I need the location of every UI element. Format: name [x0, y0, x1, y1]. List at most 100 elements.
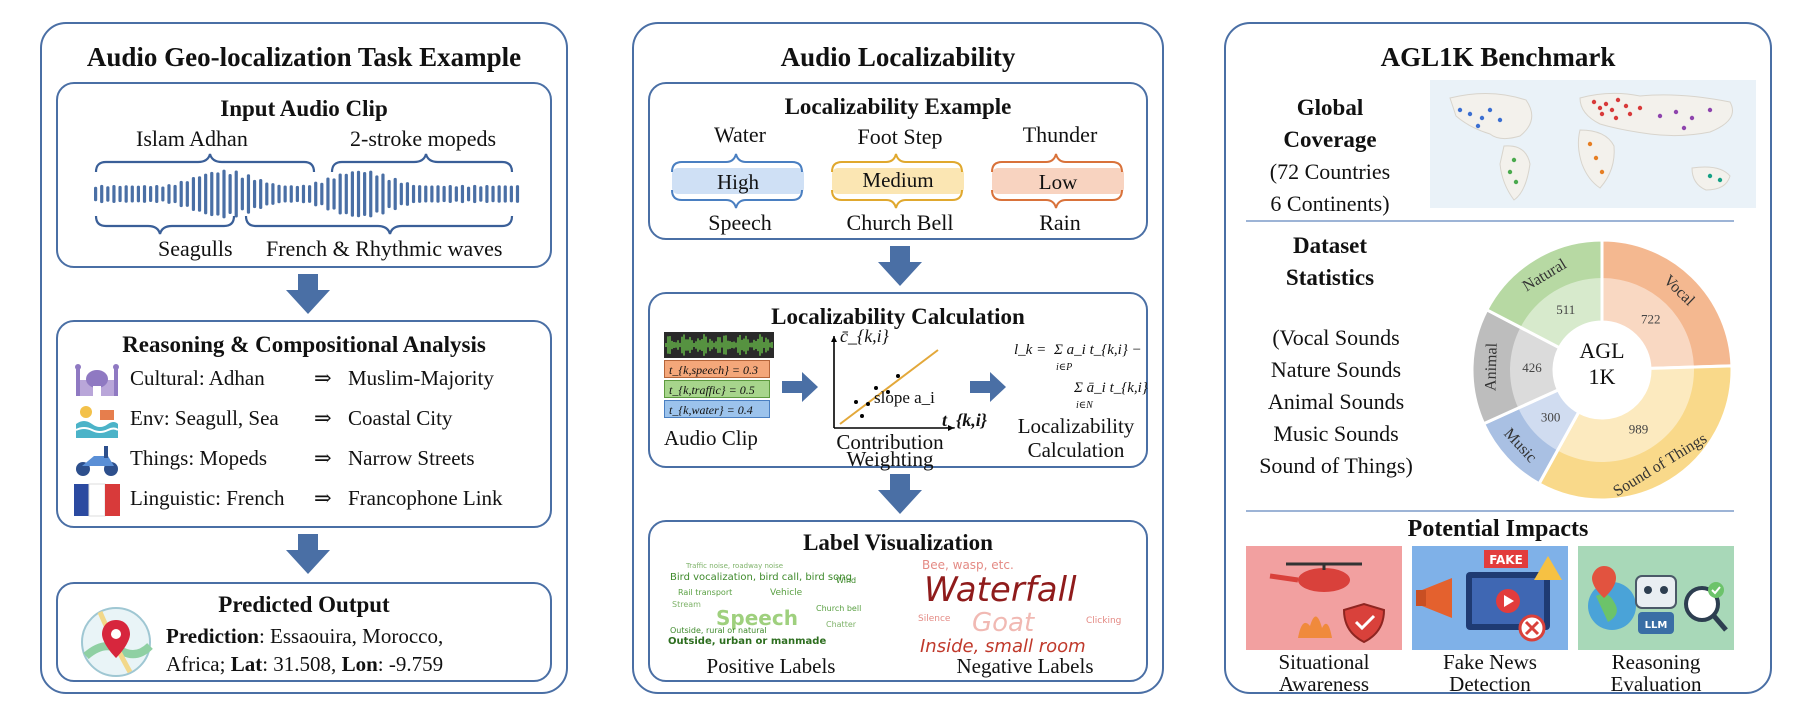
contribution-bar-traffic: t_{k,traffic} = 0.5: [664, 380, 770, 398]
neg-word: Bee, wasp, etc.: [922, 558, 1014, 572]
label-islam-adhan: Islam Adhan: [136, 126, 248, 151]
donut-segment-animal: [1470, 307, 1562, 426]
llm-badge: LLM: [1645, 620, 1668, 631]
pos-word: Chatter: [826, 620, 857, 629]
donut-segment-natural: [1484, 238, 1604, 350]
impact-reasoning-line-1: Reasoning: [1611, 650, 1701, 674]
mosque-icon: [75, 364, 119, 396]
donut-segment-sound-of-things: [1537, 364, 1734, 502]
right-arrow-icon: [782, 372, 818, 402]
world-map-graphic: [1430, 80, 1756, 208]
coverage-heading-2: Coverage: [1283, 127, 1377, 152]
donut-segment-label: Animal: [1482, 342, 1500, 391]
formula-term-1: Σ a_i t_{k,i} −: [1054, 342, 1142, 358]
stats-list-item: (Vocal Sounds: [1272, 325, 1400, 350]
example-level-low: Low: [1038, 170, 1078, 194]
negative-wordcloud: Bee, wasp, etc. Waterfall Goat Silence C…: [918, 556, 1138, 656]
coverage-text: Global Coverage (72 Countries 6 Continen…: [1240, 92, 1420, 220]
pos-word: Wind: [836, 576, 857, 585]
reasoning-clue-2: Env: Seagull, Sea: [130, 406, 279, 430]
benchmark-title: AGL1K Benchmark: [1380, 42, 1616, 72]
section-divider-2: [1246, 510, 1734, 512]
pos-word: Stream: [672, 600, 701, 609]
neg-word: Goat: [972, 608, 1035, 638]
donut-center-label: AGL 1K: [1562, 338, 1642, 390]
lon-label: Lon: [341, 652, 378, 676]
reasoning-clue-3: Things: Mopeds: [130, 446, 268, 470]
impact-situational-line-2: Awareness: [1278, 672, 1370, 696]
reasoning-title: Reasoning & Compositional Analysis: [122, 332, 486, 357]
impact-fakenews-line-1: Fake News: [1443, 650, 1537, 674]
donut-value-label: 722: [1641, 312, 1661, 327]
donut-inner-ring: [1510, 327, 1560, 409]
stats-list-item: Sound of Things): [1259, 453, 1413, 478]
weighting-line-1: Contribution: [836, 430, 944, 454]
reasoning-clue-1: Cultural: Adhan: [130, 366, 265, 390]
moped-icon: [76, 446, 118, 476]
donut-center: [1556, 324, 1648, 416]
waveform-graphic: [94, 153, 520, 235]
coverage-detail-1: (72 Countries: [1269, 159, 1391, 184]
fake-news-icon: FAKE: [1416, 550, 1562, 642]
audio-clip-label: Audio Clip: [664, 426, 758, 450]
plot-x-label: t_{k,i}: [942, 410, 988, 430]
input-audio-box: Input Audio Clip Islam Adhan 2-stroke mo…: [56, 82, 552, 268]
donut-value-label: 511: [1556, 302, 1575, 317]
coverage-heading-1: Global: [1296, 95, 1364, 120]
label-visualization-title: Label Visualization: [803, 530, 993, 555]
prediction-label: Prediction: [166, 624, 259, 648]
donut-value-label: 426: [1522, 360, 1542, 375]
lon-value: : -9.759: [377, 652, 444, 676]
map-pin-icon: [81, 607, 153, 677]
reasoning-inference-2: Coastal City: [348, 406, 453, 430]
neg-word: Silence: [918, 614, 951, 624]
prediction-continent: Africa;: [166, 652, 231, 676]
section-divider-1: [1246, 220, 1734, 222]
donut-segment-vocal: [1600, 238, 1734, 371]
audio-clip-waveform: [664, 332, 774, 358]
reasoning-arrow-2: ⇒: [314, 406, 332, 430]
example-top-footstep: Foot Step: [857, 124, 943, 149]
plot-slope-label: slope a_i: [874, 388, 935, 407]
example-level-high: High: [717, 170, 759, 194]
label-seagulls: Seagulls: [158, 236, 233, 261]
coast-icon: [75, 406, 119, 438]
label-visualization-box: Label Visualization Traffic noise, roadw…: [648, 520, 1148, 682]
example-bottom-rain: Rain: [1039, 210, 1081, 235]
robot-llm-icon: LLM: [1588, 566, 1728, 634]
label-mopeds: 2-stroke mopeds: [350, 126, 497, 151]
coverage-detail-2: 6 Continents): [1270, 191, 1390, 216]
neg-word: Inside, small room: [920, 636, 1086, 656]
pos-word: Outside, rural or natural: [670, 626, 767, 635]
reasoning-box: Reasoning & Compositional Analysis Cultu…: [56, 320, 552, 528]
reasoning-clue-4: Linguistic: French: [130, 486, 285, 510]
donut-inner-ring: [1602, 278, 1694, 369]
donut-inner-ring: [1557, 367, 1694, 462]
task-example-title: Audio Geo-localization Task Example: [86, 42, 522, 72]
flow-arrow-down-3: [878, 246, 922, 286]
positive-wordcloud: Traffic noise, roadway noise Bird vocali…: [666, 560, 876, 656]
donut-center-line-2: 1K: [1588, 364, 1616, 389]
flow-arrow-down-4: [878, 474, 922, 514]
prediction-line-2: Africa; Lat: 31.508, Lon: -9.759: [166, 652, 443, 677]
plot-y-label: c̄_{k,i}: [840, 326, 889, 346]
prediction-line-1: Prediction: Essaouira, Morocco,: [166, 624, 443, 649]
impacts-title: Potential Impacts: [1407, 516, 1589, 542]
flow-arrow-down-2: [286, 534, 330, 574]
example-bottom-churchbell: Church Bell: [846, 210, 954, 235]
reasoning-inference-3: Narrow Streets: [348, 446, 475, 470]
french-flag-icon: [74, 483, 120, 517]
reasoning-arrow-3: ⇒: [314, 446, 332, 470]
predicted-output-box: Predicted Output Prediction: Essaouira, …: [56, 582, 552, 682]
lat-value: : 31.508,: [262, 652, 342, 676]
donut-value-label: 989: [1629, 422, 1649, 437]
example-top-thunder: Thunder: [1022, 122, 1098, 147]
lat-label: Lat: [230, 652, 263, 676]
negative-labels-caption: Negative Labels: [956, 654, 1094, 678]
donut-inner-ring: [1518, 389, 1579, 451]
predicted-output-title: Predicted Output: [218, 592, 390, 617]
localizability-calc-box: Localizability Calculation t_{k,speech} …: [648, 292, 1148, 470]
neg-word: Clicking: [1086, 616, 1122, 626]
formula-sub-2: i∈N: [1076, 400, 1093, 411]
